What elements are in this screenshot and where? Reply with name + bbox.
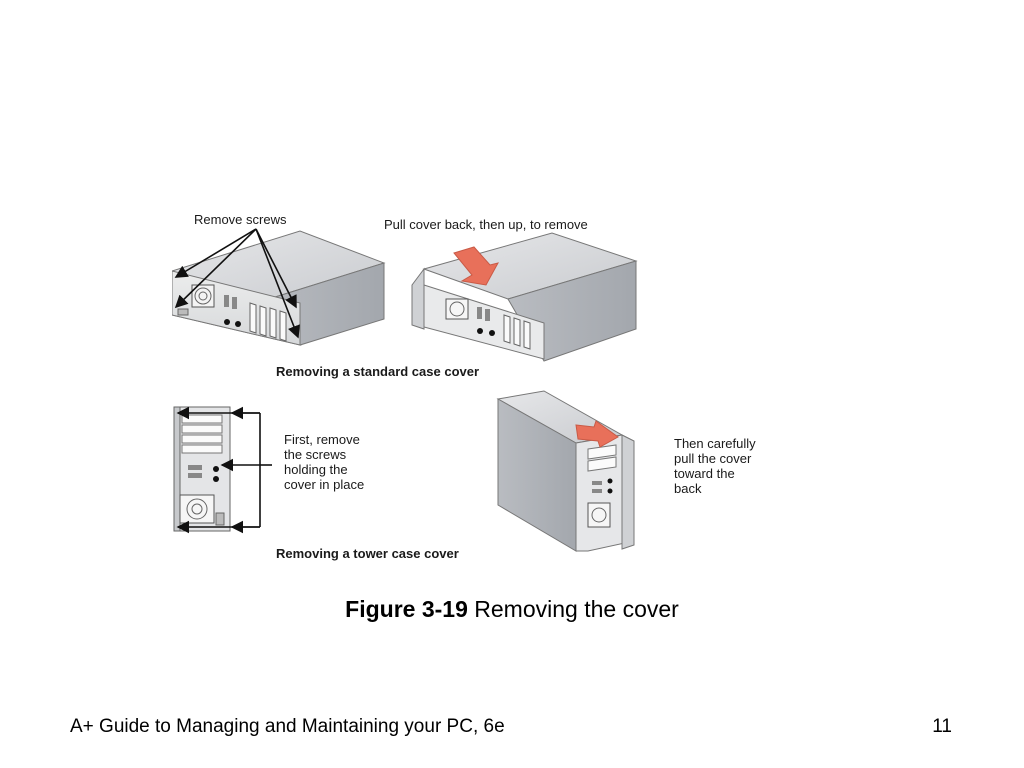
label-tower-case: Removing a tower case cover bbox=[276, 546, 459, 561]
figure-caption: Figure 3-19 Removing the cover bbox=[0, 596, 1024, 623]
tower-case-pull-illustration bbox=[496, 390, 635, 552]
figure-number: Figure 3-19 bbox=[345, 596, 468, 622]
tower-pull-direction-arrow bbox=[575, 420, 619, 448]
desktop-case-screws-illustration bbox=[172, 228, 386, 346]
label-first-remove-2: the screws bbox=[284, 447, 347, 462]
label-first-remove-3: holding the bbox=[284, 462, 348, 477]
label-then-carefully-4: back bbox=[674, 481, 702, 496]
label-standard-case: Removing a standard case cover bbox=[276, 364, 479, 379]
label-pull-cover: Pull cover back, then up, to remove bbox=[384, 217, 588, 232]
pull-direction-arrow bbox=[453, 246, 499, 286]
figure-title: Removing the cover bbox=[474, 596, 679, 622]
tower-case-screws-illustration bbox=[173, 406, 272, 534]
footer-book-title: A+ Guide to Managing and Maintaining you… bbox=[70, 716, 505, 737]
label-then-carefully-3: toward the bbox=[674, 466, 735, 481]
label-first-remove-4: cover in place bbox=[284, 477, 364, 492]
label-first-remove-1: First, remove bbox=[284, 432, 360, 447]
removing-cover-figure: Remove screws Pull cover back, then up, … bbox=[172, 211, 778, 563]
label-remove-screws: Remove screws bbox=[194, 212, 287, 227]
footer-page-number: 11 bbox=[932, 716, 952, 737]
desktop-case-pull-illustration bbox=[411, 232, 638, 362]
label-then-carefully-2: pull the cover bbox=[674, 451, 752, 466]
label-then-carefully-1: Then carefully bbox=[674, 436, 756, 451]
